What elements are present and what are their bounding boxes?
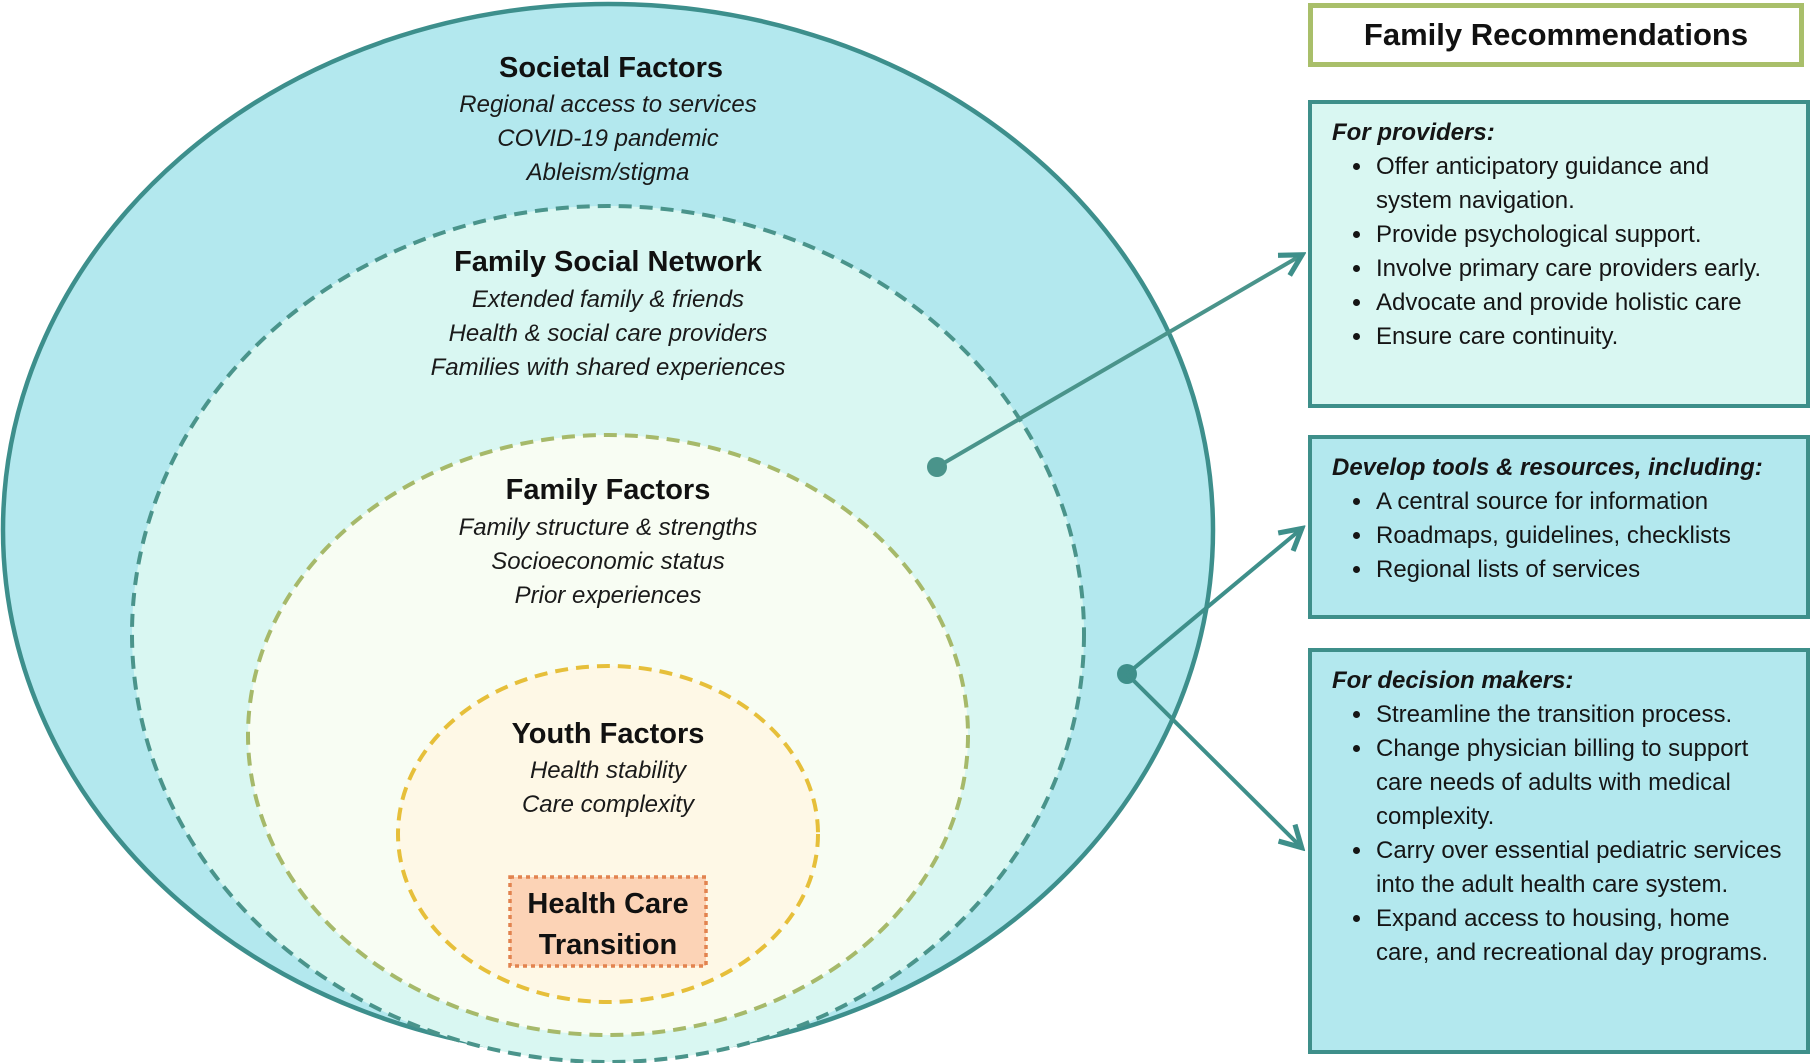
family-factors-title: Family Factors <box>506 474 711 506</box>
list-item: A central source for information <box>1374 485 1788 519</box>
tools-list: A central source for information Roadmap… <box>1332 485 1788 587</box>
family-social-network-title: Family Social Network <box>454 246 763 278</box>
youth-factors-title: Youth Factors <box>512 718 705 750</box>
list-item: Provide psychological support. <box>1374 218 1788 252</box>
youth-factors-ellipse <box>396 664 820 1004</box>
arrow-to-decision-makers <box>1125 672 1300 846</box>
list-item: Streamline the transition process. <box>1374 698 1788 732</box>
list-item: Carry over essential pediatric services … <box>1374 834 1788 902</box>
arrow-to-providers <box>935 256 1300 469</box>
decision-makers-recommendation-box: For decision makers: Streamline the tran… <box>1308 648 1810 1054</box>
family-recommendations-header: Family Recommendations <box>1308 3 1804 67</box>
tools-heading: Develop tools & resources, including: <box>1332 454 1763 481</box>
health-care-transition-label: Transition <box>539 929 678 961</box>
list-item: Involve primary care providers early. <box>1374 252 1788 286</box>
list-item: Roadmaps, guidelines, checklists <box>1374 519 1788 553</box>
list-item: Ensure care continuity. <box>1374 320 1788 354</box>
providers-recommendation-box: For providers: Offer anticipatory guidan… <box>1308 100 1810 408</box>
family-factors-item: Socioeconomic status <box>491 548 724 575</box>
decision-makers-heading: For decision makers: <box>1332 667 1574 694</box>
health-care-transition-box <box>508 875 708 968</box>
list-item: Regional lists of services <box>1374 553 1788 587</box>
societal-factors-item: COVID-19 pandemic <box>497 125 718 152</box>
providers-heading: For providers: <box>1332 119 1495 146</box>
youth-factors-item: Health stability <box>530 757 688 784</box>
family-social-network-item: Health & social care providers <box>449 320 768 347</box>
list-item: Change physician billing to support care… <box>1374 732 1788 834</box>
societal-factors-item: Ableism/stigma <box>525 159 690 186</box>
list-item: Expand access to housing, home care, and… <box>1374 902 1788 970</box>
providers-list: Offer anticipatory guidance and system n… <box>1332 150 1788 354</box>
health-care-transition-label: Health Care <box>527 888 688 920</box>
arrow-to-tools <box>1125 530 1300 676</box>
list-item: Offer anticipatory guidance and system n… <box>1374 150 1788 218</box>
family-factors-item: Family structure & strengths <box>459 514 758 541</box>
youth-factors-item: Care complexity <box>522 791 696 818</box>
family-factors-item: Prior experiences <box>515 582 702 609</box>
decision-makers-list: Streamline the transition process. Chang… <box>1332 698 1788 970</box>
tools-recommendation-box: Develop tools & resources, including: A … <box>1308 435 1810 619</box>
societal-factors-item: Regional access to services <box>459 91 756 118</box>
family-social-network-item: Extended family & friends <box>472 286 744 313</box>
family-social-network-item: Families with shared experiences <box>431 354 786 381</box>
list-item: Advocate and provide holistic care <box>1374 286 1788 320</box>
societal-factors-title: Societal Factors <box>499 52 723 84</box>
